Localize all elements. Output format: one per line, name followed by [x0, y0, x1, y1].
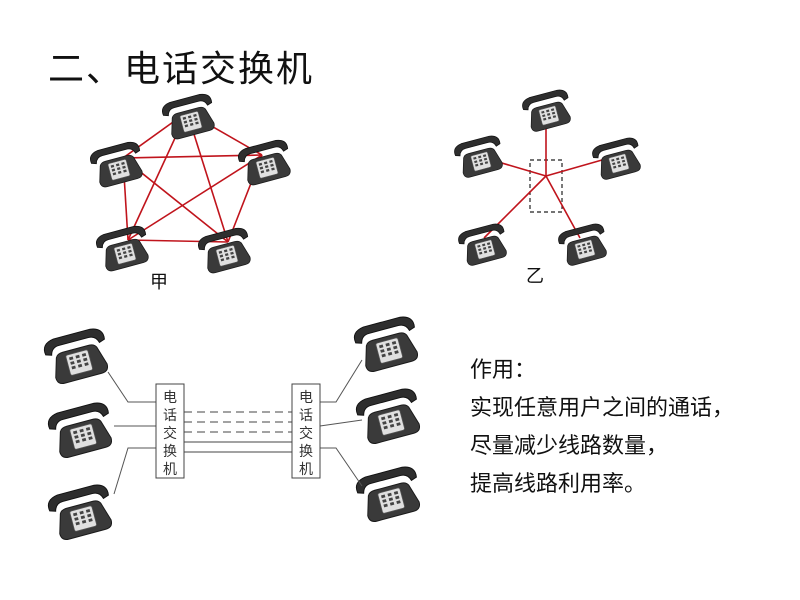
- telephone-icon: [45, 399, 118, 461]
- switch-label-char: 话: [299, 408, 313, 424]
- telephone-icon: [353, 385, 426, 447]
- telephone-icon: [456, 221, 511, 268]
- switch-label-char: 电: [163, 390, 177, 406]
- switch-label-char: 换: [163, 443, 177, 460]
- left-phone-lines: [107, 371, 156, 495]
- right-switch: [291, 383, 321, 479]
- telephone-icon: [45, 481, 118, 543]
- switch-label-char: 机: [299, 462, 313, 478]
- mesh-network: [88, 91, 296, 276]
- purpose-line: 提高线路利用率。: [470, 472, 647, 497]
- telephone-icon: [452, 133, 507, 180]
- purpose-line: 实现任意用户之间的通话，: [470, 396, 735, 421]
- telephone-icon: [41, 325, 114, 387]
- purpose-text: 作用： 实现任意用户之间的通话， 尽量减少线路数量， 提高线路利用率。: [470, 352, 800, 504]
- switch-label-char: 交: [299, 425, 313, 442]
- left-switch: [155, 383, 185, 479]
- right-switch-label: 电话交换机: [299, 390, 313, 478]
- telephone-icon: [520, 87, 575, 134]
- telephone-icon: [556, 221, 611, 268]
- switch-label-char: 话: [163, 408, 177, 424]
- purpose-line: 尽量减少线路数量，: [470, 434, 669, 459]
- switch-label-char: 电: [299, 390, 313, 406]
- switch-label-char: 换: [299, 443, 313, 460]
- switch-network: 电话交换机 电话交换机: [41, 313, 426, 543]
- switch-label-char: 交: [163, 425, 177, 442]
- trunk-lines: [184, 411, 292, 453]
- left-switch-label: 电话交换机: [163, 390, 177, 478]
- telephone-icon: [94, 223, 154, 274]
- telephone-icon: [351, 313, 424, 375]
- telephone-icon: [196, 225, 256, 276]
- mesh-label: 甲: [150, 272, 168, 293]
- telephone-icon: [160, 91, 220, 142]
- telephone-icon: [353, 463, 426, 525]
- star-network: [452, 87, 645, 268]
- purpose-heading: 作用：: [470, 358, 537, 383]
- slide-title: 二、电话交换机: [48, 49, 315, 90]
- star-label: 乙: [526, 266, 544, 287]
- star-lines: [477, 118, 617, 239]
- telephone-icon: [88, 139, 148, 190]
- telephone-icon: [590, 135, 645, 182]
- switch-label-char: 机: [163, 462, 177, 478]
- right-phone-lines: [319, 359, 363, 487]
